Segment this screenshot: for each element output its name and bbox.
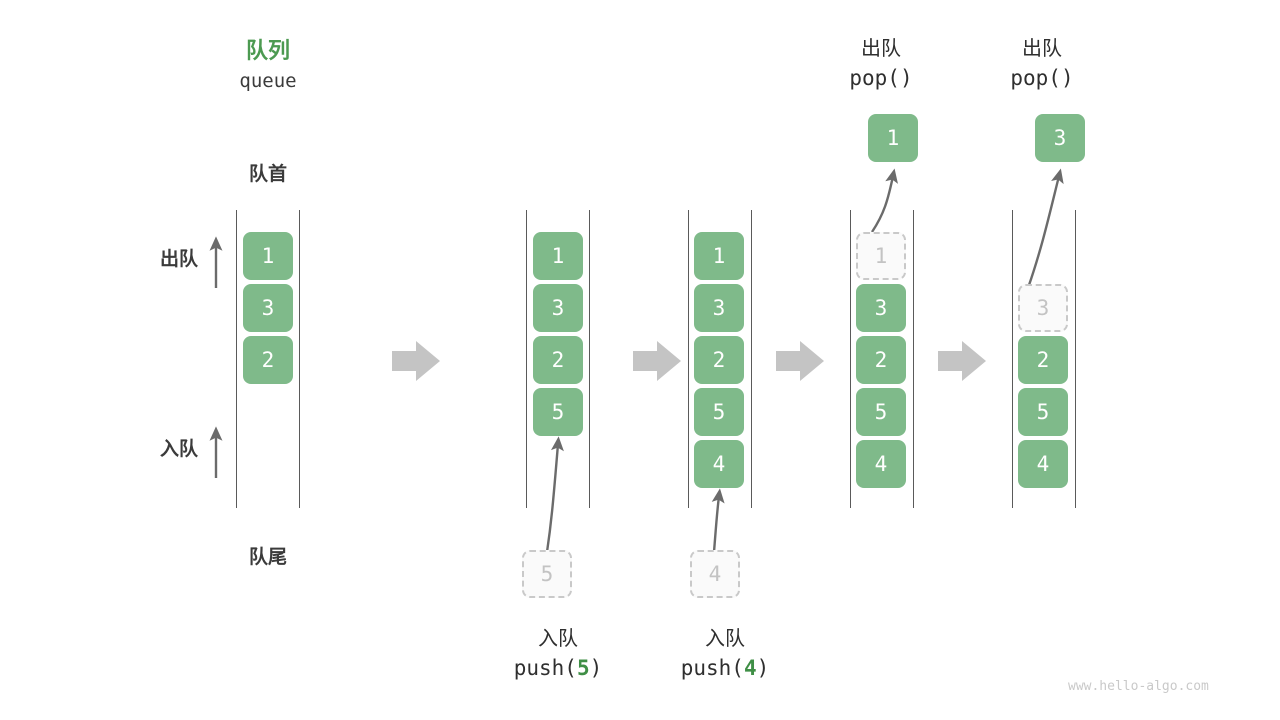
queue-cell: 4 (1018, 440, 1068, 488)
watermark: www.hello-algo.com (1068, 679, 1209, 694)
queue-cell: 1 (694, 232, 744, 280)
op-code-suffix: ) (1060, 66, 1074, 90)
queue-rail-right (751, 210, 752, 508)
queue-cell: 2 (533, 336, 583, 384)
queue-cell: 1 (243, 232, 293, 280)
op-code-suffix: ) (589, 656, 603, 680)
push-arrow-4 (711, 488, 725, 553)
queue-rail-left (1012, 210, 1013, 508)
queue-cell: 4 (694, 440, 744, 488)
step-arrow-4 (938, 341, 986, 381)
popped-value-cell: 1 (868, 114, 918, 162)
operation-code: push(5) (478, 656, 638, 680)
operation-code: push(4) (645, 656, 805, 680)
queue-cell: 5 (694, 388, 744, 436)
queue-cell: 2 (1018, 336, 1068, 384)
pop-arrow-1 (871, 168, 898, 233)
queue-cell: 3 (533, 284, 583, 332)
queue-cell: 5 (856, 388, 906, 436)
popped-value-cell: 3 (1035, 114, 1085, 162)
queue-rail-right (1075, 210, 1076, 508)
incoming-ghost-cell: 5 (522, 550, 572, 598)
op-code-prefix: push( (680, 656, 744, 680)
queue-cell: 1 (533, 232, 583, 280)
step-arrow-3 (776, 341, 824, 381)
queue-rail-right (913, 210, 914, 508)
op-code-suffix: ) (756, 656, 770, 680)
push-arrow-5 (545, 436, 564, 553)
op-code-prefix: push( (513, 656, 577, 680)
queue-head-label: 队首 (248, 164, 287, 185)
queue-cell: 2 (856, 336, 906, 384)
operation-label-cn: 出队 (861, 38, 901, 60)
queue-cell: 3 (243, 284, 293, 332)
operation-label-cn: 入队 (538, 628, 578, 650)
operation-code: pop() (801, 66, 961, 90)
queue-cell: 5 (533, 388, 583, 436)
enqueue-label: 入队 (159, 439, 198, 460)
step-arrow-2 (633, 341, 681, 381)
step-arrow-1 (392, 341, 440, 381)
queue-cell-ghost: 3 (1018, 284, 1068, 332)
op-code-prefix: pop( (849, 66, 900, 90)
op-code-suffix: ) (899, 66, 913, 90)
diagram-title-en: queue (239, 70, 297, 92)
queue-rail-left (236, 210, 237, 508)
operation-label-cn: 出队 (1022, 38, 1062, 60)
operation-code: pop() (962, 66, 1122, 90)
queue-tail-label: 队尾 (248, 547, 287, 568)
queue-rail-left (850, 210, 851, 508)
queue-cell: 2 (694, 336, 744, 384)
operation-label-cn: 入队 (705, 628, 745, 650)
op-code-prefix: pop( (1010, 66, 1061, 90)
queue-rail-left (526, 210, 527, 508)
queue-cell: 3 (694, 284, 744, 332)
queue-cell: 5 (1018, 388, 1068, 436)
queue-rail-right (299, 210, 300, 508)
op-code-arg: 5 (576, 656, 590, 680)
queue-cell-ghost: 1 (856, 232, 906, 280)
queue-cell: 3 (856, 284, 906, 332)
queue-rail-left (688, 210, 689, 508)
diagram-title-cn: 队列 (245, 38, 290, 63)
dequeue-label: 出队 (159, 249, 198, 270)
incoming-ghost-cell: 4 (690, 550, 740, 598)
op-code-arg: 4 (743, 656, 757, 680)
pop-arrow-3 (1026, 168, 1064, 289)
queue-cell: 2 (243, 336, 293, 384)
queue-rail-right (589, 210, 590, 508)
queue-cell: 4 (856, 440, 906, 488)
